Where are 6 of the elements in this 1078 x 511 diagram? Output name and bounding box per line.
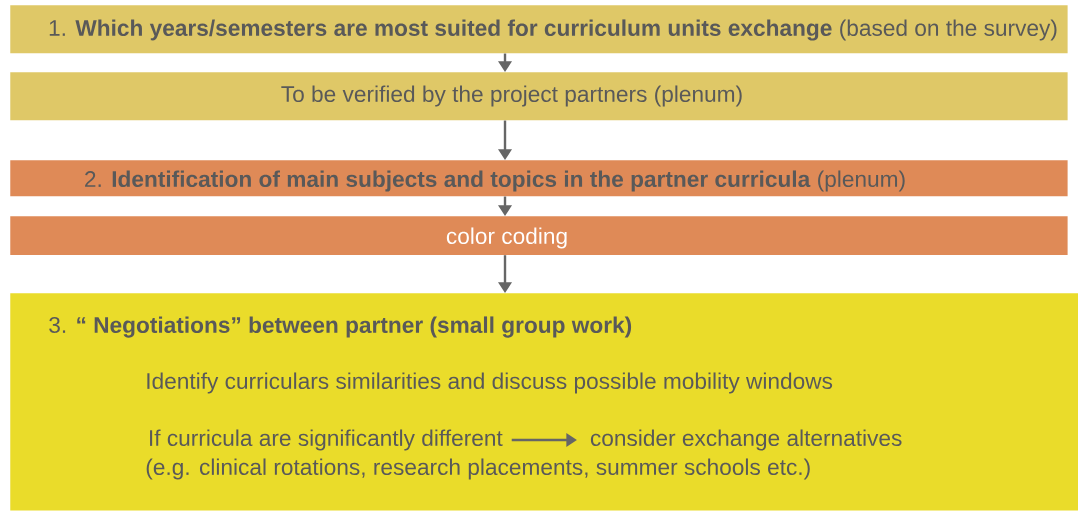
step-text: consider exchange alternatives bbox=[590, 429, 902, 451]
process-band: To be verified by the project partners (plenum) bbox=[10, 72, 1068, 121]
step-text: If curricula are significantly different bbox=[150, 429, 503, 451]
process-band: 2. Identification of main subjects and topics in the partner curricula (plenum) bbox=[10, 160, 1068, 197]
process-band: color coding bbox=[10, 216, 1068, 255]
process-band: 1. Which years/semesters are most suited for curriculum units exchange (based on the survey) bbox=[10, 5, 1068, 54]
